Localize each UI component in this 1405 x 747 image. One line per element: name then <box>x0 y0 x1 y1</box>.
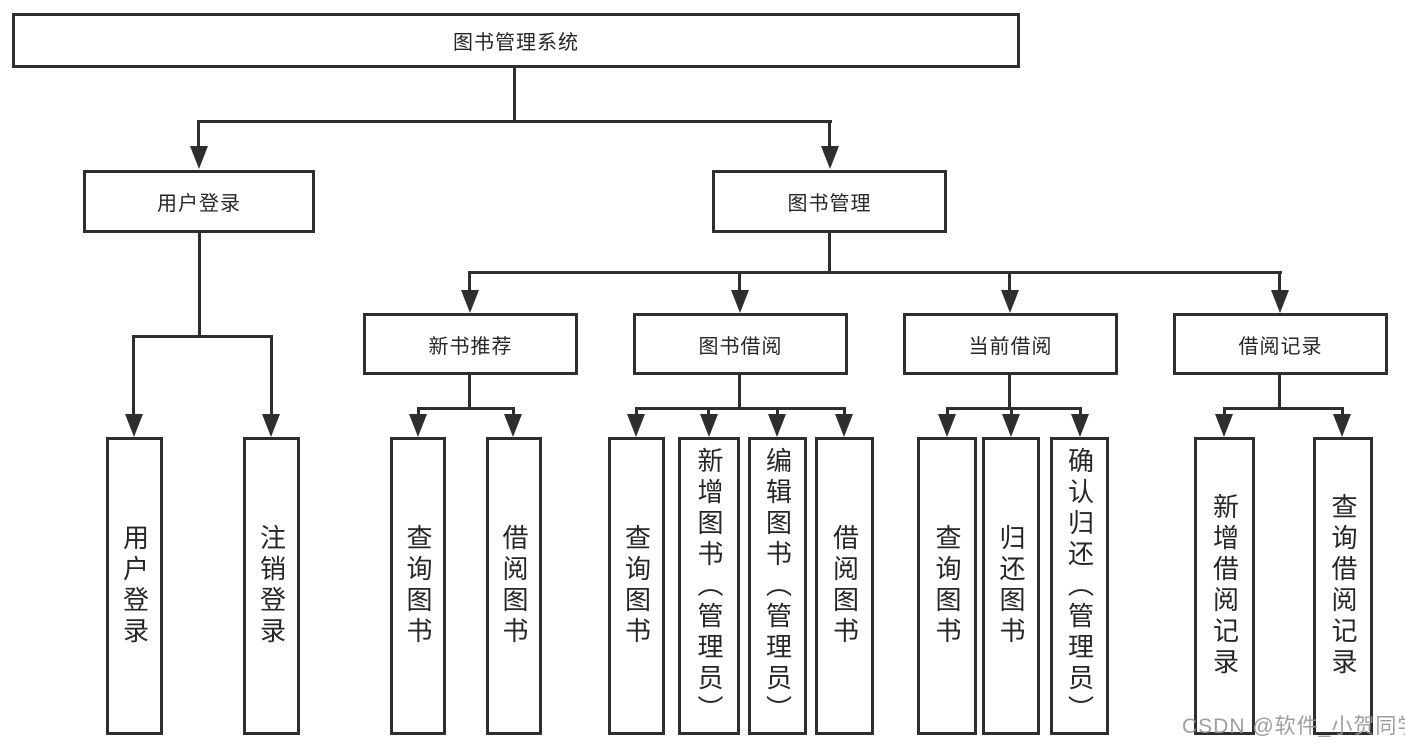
connector-leaf-stem <box>270 335 273 416</box>
node-book-borrowing: 图书借阅 <box>633 313 848 375</box>
arrow-down-icon <box>627 414 645 437</box>
arrow-down-icon <box>1002 414 1020 437</box>
connector-leaf-stem <box>512 407 515 416</box>
node-current-borrowing-label: 当前借阅 <box>968 335 1053 358</box>
connector-leaf-stem <box>417 407 420 416</box>
connector-newbook-down <box>468 375 471 407</box>
node-root-label: 图书管理系统 <box>453 32 579 54</box>
arrow-down-icon <box>938 414 956 437</box>
watermark: CSDN @软件_小贺同学 <box>1182 715 1405 738</box>
node-new-book-recommend-label: 新书推荐 <box>428 335 513 358</box>
leaf-borrow-borrow-books: 借阅图书 <box>815 437 874 735</box>
connector-records-down <box>1278 375 1281 407</box>
connector-root-stem <box>513 68 516 120</box>
arrow-down-icon <box>262 414 280 437</box>
connector-leaf-stem <box>1010 407 1013 416</box>
connector-module-stem <box>1278 271 1281 292</box>
connector-current-bar <box>946 407 1082 410</box>
leaf-records-add-record-label: 新增借阅记录 <box>1209 493 1240 679</box>
arrow-down-icon <box>700 414 718 437</box>
connector-module-stem <box>738 271 741 292</box>
connector-borrow-bar <box>635 407 846 410</box>
connector-leaf-stem <box>132 335 135 416</box>
connector-leaf-stem <box>776 407 779 416</box>
connector-book-mgmt-stem <box>828 120 831 148</box>
connector-newbook-bar <box>417 407 515 410</box>
leaf-borrow-add-books-admin-label: 新增图书（管理员） <box>694 446 724 726</box>
arrow-down-icon <box>1071 414 1089 437</box>
arrow-down-icon <box>768 414 786 437</box>
leaf-logout: 注销登录 <box>243 437 300 735</box>
leaf-borrow-query-books-label: 查询图书 <box>621 524 652 648</box>
leaf-borrow-edit-books-admin: 编辑图书（管理员） <box>748 437 807 735</box>
node-book-management: 图书管理 <box>712 170 947 233</box>
leaf-user-login-label: 用户登录 <box>119 524 150 648</box>
arrow-down-icon <box>125 414 143 437</box>
arrow-down-icon <box>409 414 427 437</box>
arrow-down-icon <box>504 414 522 437</box>
leaf-borrow-edit-books-admin-label: 编辑图书（管理员） <box>762 446 793 726</box>
node-borrowing-records: 借阅记录 <box>1173 313 1388 375</box>
connector-leaf-stem <box>1079 407 1082 416</box>
arrow-down-icon <box>821 146 839 169</box>
leaf-current-confirm-return-admin: 确认归还（管理员） <box>1050 437 1109 735</box>
arrow-down-icon <box>1215 414 1233 437</box>
leaf-current-return-books: 归还图书 <box>982 437 1040 735</box>
arrow-down-icon <box>1001 290 1019 313</box>
connector-user-login-down <box>198 233 201 335</box>
connector-book-mgmt-down <box>828 233 831 271</box>
leaf-current-query-books-label: 查询图书 <box>932 524 962 648</box>
leaf-newbook-borrow-books-label: 借阅图书 <box>499 524 529 648</box>
leaf-user-login: 用户登录 <box>106 437 163 735</box>
node-new-book-recommend: 新书推荐 <box>363 313 578 375</box>
leaf-current-query-books: 查询图书 <box>917 437 977 735</box>
connector-borrow-down <box>738 375 741 407</box>
arrow-down-icon <box>1333 414 1351 437</box>
connector-module-stem <box>468 271 471 292</box>
arrow-down-icon <box>835 414 853 437</box>
connector-leaf-stem <box>946 407 949 416</box>
node-current-borrowing: 当前借阅 <box>903 313 1118 375</box>
node-book-borrowing-label: 图书借阅 <box>698 335 783 358</box>
connector-records-bar <box>1223 407 1344 410</box>
leaf-borrow-add-books-admin: 新增图书（管理员） <box>678 437 740 735</box>
connector-leaf-stem <box>1223 407 1226 416</box>
leaf-records-query-record-label: 查询借阅记录 <box>1328 493 1358 679</box>
leaf-borrow-borrow-books-label: 借阅图书 <box>829 524 860 648</box>
leaf-records-add-record: 新增借阅记录 <box>1194 437 1255 735</box>
node-borrowing-records-label: 借阅记录 <box>1238 335 1323 358</box>
connector-leaf-stem <box>707 407 710 416</box>
leaf-newbook-borrow-books: 借阅图书 <box>486 437 542 735</box>
leaf-current-return-books-label: 归还图书 <box>996 524 1026 648</box>
connector-current-down <box>1008 375 1011 407</box>
arrow-down-icon <box>731 290 749 313</box>
connector-module-stem <box>1008 271 1011 292</box>
arrow-down-icon <box>190 146 208 169</box>
arrow-down-icon <box>461 290 479 313</box>
leaf-logout-label: 注销登录 <box>256 524 287 648</box>
node-user-login-label: 用户登录 <box>157 193 241 215</box>
connector-user-login-bar <box>132 335 273 338</box>
connector-level3-bar <box>468 271 1282 274</box>
node-user-login: 用户登录 <box>83 170 315 233</box>
node-book-management-label: 图书管理 <box>787 193 872 215</box>
connector-leaf-stem <box>1341 407 1344 416</box>
leaf-records-query-record: 查询借阅记录 <box>1313 437 1373 735</box>
leaf-current-confirm-return-admin-label: 确认归还（管理员） <box>1064 446 1095 726</box>
arrow-down-icon <box>1271 290 1289 313</box>
connector-user-login-stem <box>197 120 200 148</box>
leaf-borrow-query-books: 查询图书 <box>608 437 665 735</box>
node-root: 图书管理系统 <box>12 13 1020 68</box>
leaf-newbook-query-books-label: 查询图书 <box>403 524 433 648</box>
connector-leaf-stem <box>635 407 638 416</box>
leaf-newbook-query-books: 查询图书 <box>390 437 446 735</box>
connector-level1-bar <box>198 120 832 123</box>
connector-leaf-stem <box>843 407 846 416</box>
